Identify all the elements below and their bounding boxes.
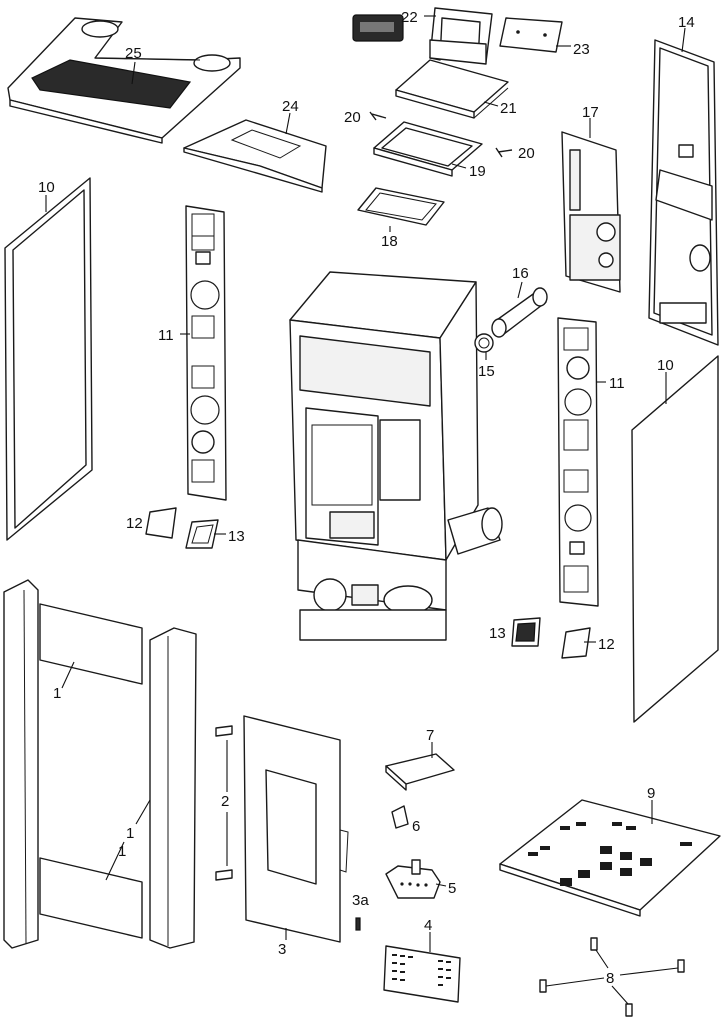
part-10-right-side-panel <box>631 355 719 723</box>
part-21-top-plate <box>395 59 509 119</box>
callout-25: 25 <box>125 45 142 62</box>
callout-16: 16 <box>512 265 529 282</box>
part-15-ring <box>474 333 494 353</box>
callout-24: 24 <box>282 98 299 115</box>
part-20-screw-right <box>495 147 513 158</box>
part-13-right-frame <box>511 617 541 647</box>
leader-24 <box>285 112 291 135</box>
callout-13-left: 13 <box>228 528 245 545</box>
part-7-bracket <box>385 753 455 791</box>
vent-slots-right <box>563 327 589 593</box>
callout-20-left: 20 <box>344 109 361 126</box>
part-22-display-bracket <box>352 7 493 65</box>
part-1-top-panel <box>39 603 143 685</box>
callout-8: 8 <box>606 970 614 987</box>
leader-25 <box>131 61 136 85</box>
callout-15: 15 <box>478 363 495 380</box>
exhaust-outlet <box>447 507 503 555</box>
callout-3a: 3a <box>352 892 369 909</box>
part-18-gasket <box>357 187 445 226</box>
part-2-hinges <box>215 725 233 881</box>
part-25-top-cover <box>7 17 241 144</box>
part-17-electronics-panel <box>561 131 621 293</box>
callout-18: 18 <box>381 233 398 250</box>
part-19-tray-frame <box>373 121 483 177</box>
part-11-left-vent-panel <box>185 205 227 501</box>
part-6-clip <box>391 805 409 829</box>
part-1-left-column <box>3 579 39 949</box>
vent-slots-left <box>191 213 215 483</box>
leader-19 <box>451 163 467 169</box>
leader-21 <box>483 101 499 107</box>
callout-5: 5 <box>448 880 456 897</box>
part-3a-latch-pin <box>355 917 361 931</box>
part-8-feet <box>539 937 685 1017</box>
callout-11-left: 11 <box>158 327 174 344</box>
callout-6: 6 <box>412 818 420 835</box>
callout-14: 14 <box>678 14 695 31</box>
callout-12-left: 12 <box>126 515 143 532</box>
part-13-left-frame <box>185 519 219 549</box>
part-4-grille-plate <box>383 945 461 1003</box>
callout-9: 9 <box>647 785 655 802</box>
callout-1c: 1 <box>118 843 126 860</box>
callout-7: 7 <box>426 727 434 744</box>
callout-1b: 1 <box>126 825 134 842</box>
callout-3: 3 <box>278 941 286 958</box>
leader-14 <box>681 27 686 53</box>
part-11-right-vent-panel <box>557 317 599 607</box>
part-12-right-label-plate <box>561 627 591 659</box>
part-1-right-column <box>149 627 197 949</box>
callout-13-right: 13 <box>489 625 506 642</box>
callout-20-right: 20 <box>518 145 535 162</box>
leader-1b <box>135 799 151 825</box>
callout-21: 21 <box>500 100 517 117</box>
leader-1c <box>105 841 125 881</box>
part-3-door <box>243 715 349 943</box>
part-1-bottom-panel <box>39 857 143 939</box>
callout-11-right: 11 <box>609 375 625 392</box>
part-10-left-side-panel <box>4 177 93 541</box>
part-24-support-plate <box>183 119 327 193</box>
part-12-left-label-plate <box>145 507 177 539</box>
callout-1a: 1 <box>53 685 61 702</box>
stove-body <box>289 271 479 641</box>
leader-16 <box>517 281 523 299</box>
leader-5 <box>435 883 447 887</box>
callout-19: 19 <box>469 163 486 180</box>
part-16-flue-pipe <box>491 287 548 338</box>
part-9-base-plate <box>499 799 721 917</box>
callout-12-right: 12 <box>598 636 615 653</box>
callout-23: 23 <box>573 41 590 58</box>
callout-22: 22 <box>401 9 418 26</box>
leader-1a <box>61 661 75 689</box>
part-23-cover-plate <box>499 17 563 53</box>
part-5-burn-pot <box>385 859 441 899</box>
callout-10-right: 10 <box>657 357 674 374</box>
callout-17: 17 <box>582 104 599 121</box>
part-20-screw-left <box>369 111 387 121</box>
callout-2: 2 <box>221 793 229 810</box>
callout-4: 4 <box>424 917 432 934</box>
part-14-rear-panel <box>648 39 719 346</box>
callout-10-left: 10 <box>38 179 55 196</box>
